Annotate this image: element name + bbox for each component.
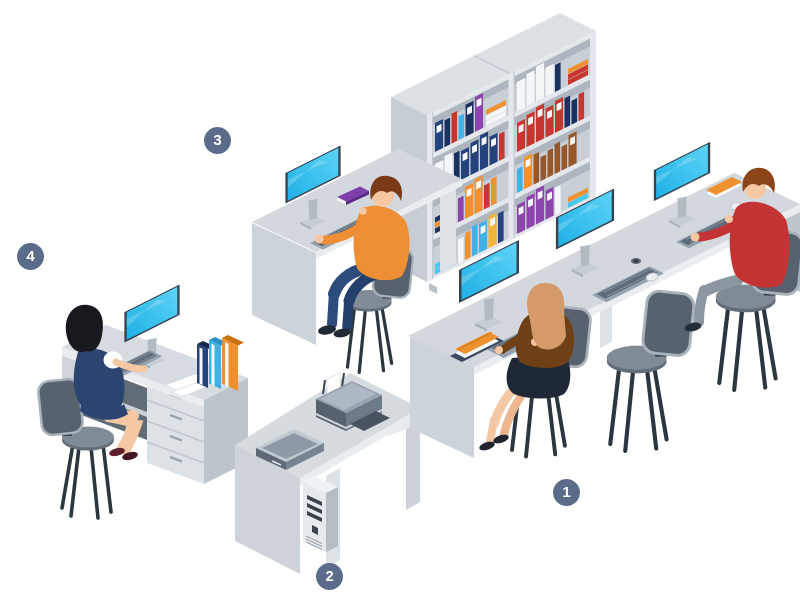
desk-2 bbox=[235, 372, 420, 574]
black-bob-hair bbox=[65, 304, 103, 352]
empty-chair bbox=[607, 290, 695, 451]
printer bbox=[315, 372, 390, 431]
desk-4 bbox=[62, 284, 248, 484]
man-red bbox=[684, 167, 790, 332]
shelf-L1-books bbox=[435, 92, 506, 153]
shelf-R1-books bbox=[517, 59, 588, 112]
heel-shoe bbox=[109, 447, 125, 457]
woman-navy bbox=[65, 304, 148, 461]
purple-book bbox=[337, 186, 369, 202]
desk-1-top bbox=[408, 173, 800, 367]
hair bbox=[370, 175, 402, 201]
desk-3-side-panel bbox=[252, 223, 316, 345]
hand bbox=[690, 232, 700, 242]
woman-brown bbox=[479, 282, 574, 451]
red-sweater-torso bbox=[729, 201, 790, 288]
hand bbox=[495, 346, 503, 354]
hotspot-badge-2[interactable]: 2 bbox=[316, 563, 343, 590]
shoe bbox=[318, 325, 336, 335]
hand bbox=[314, 234, 324, 244]
hotspot-badge-1[interactable]: 1 bbox=[553, 479, 580, 506]
orange-book bbox=[455, 331, 499, 358]
sandy-hair bbox=[527, 282, 566, 350]
power-button bbox=[312, 525, 318, 535]
printer-tray bbox=[350, 411, 390, 431]
binder-lightblue bbox=[209, 340, 221, 389]
orange-folder bbox=[706, 177, 742, 198]
shoe bbox=[684, 322, 702, 332]
hotspot-badge-4[interactable]: 4 bbox=[17, 243, 44, 270]
hair bbox=[742, 167, 775, 193]
binder-orange bbox=[222, 338, 238, 391]
shelf-R3-books bbox=[517, 131, 577, 194]
bookshelf bbox=[391, 13, 596, 294]
shelf-R4-books bbox=[517, 185, 588, 235]
shelf-R2-books bbox=[517, 91, 585, 153]
hotspot-badge-3[interactable]: 3 bbox=[204, 127, 231, 154]
cable-grommet bbox=[631, 258, 641, 264]
binders bbox=[197, 335, 244, 391]
desk-1-side-panel bbox=[410, 337, 474, 458]
scanner bbox=[256, 429, 324, 470]
heel-shoe bbox=[479, 441, 495, 451]
bookshelf-top bbox=[391, 13, 596, 115]
man-orange bbox=[314, 175, 410, 338]
computer-tower bbox=[303, 476, 338, 552]
desk-2-side-panel bbox=[235, 445, 300, 574]
